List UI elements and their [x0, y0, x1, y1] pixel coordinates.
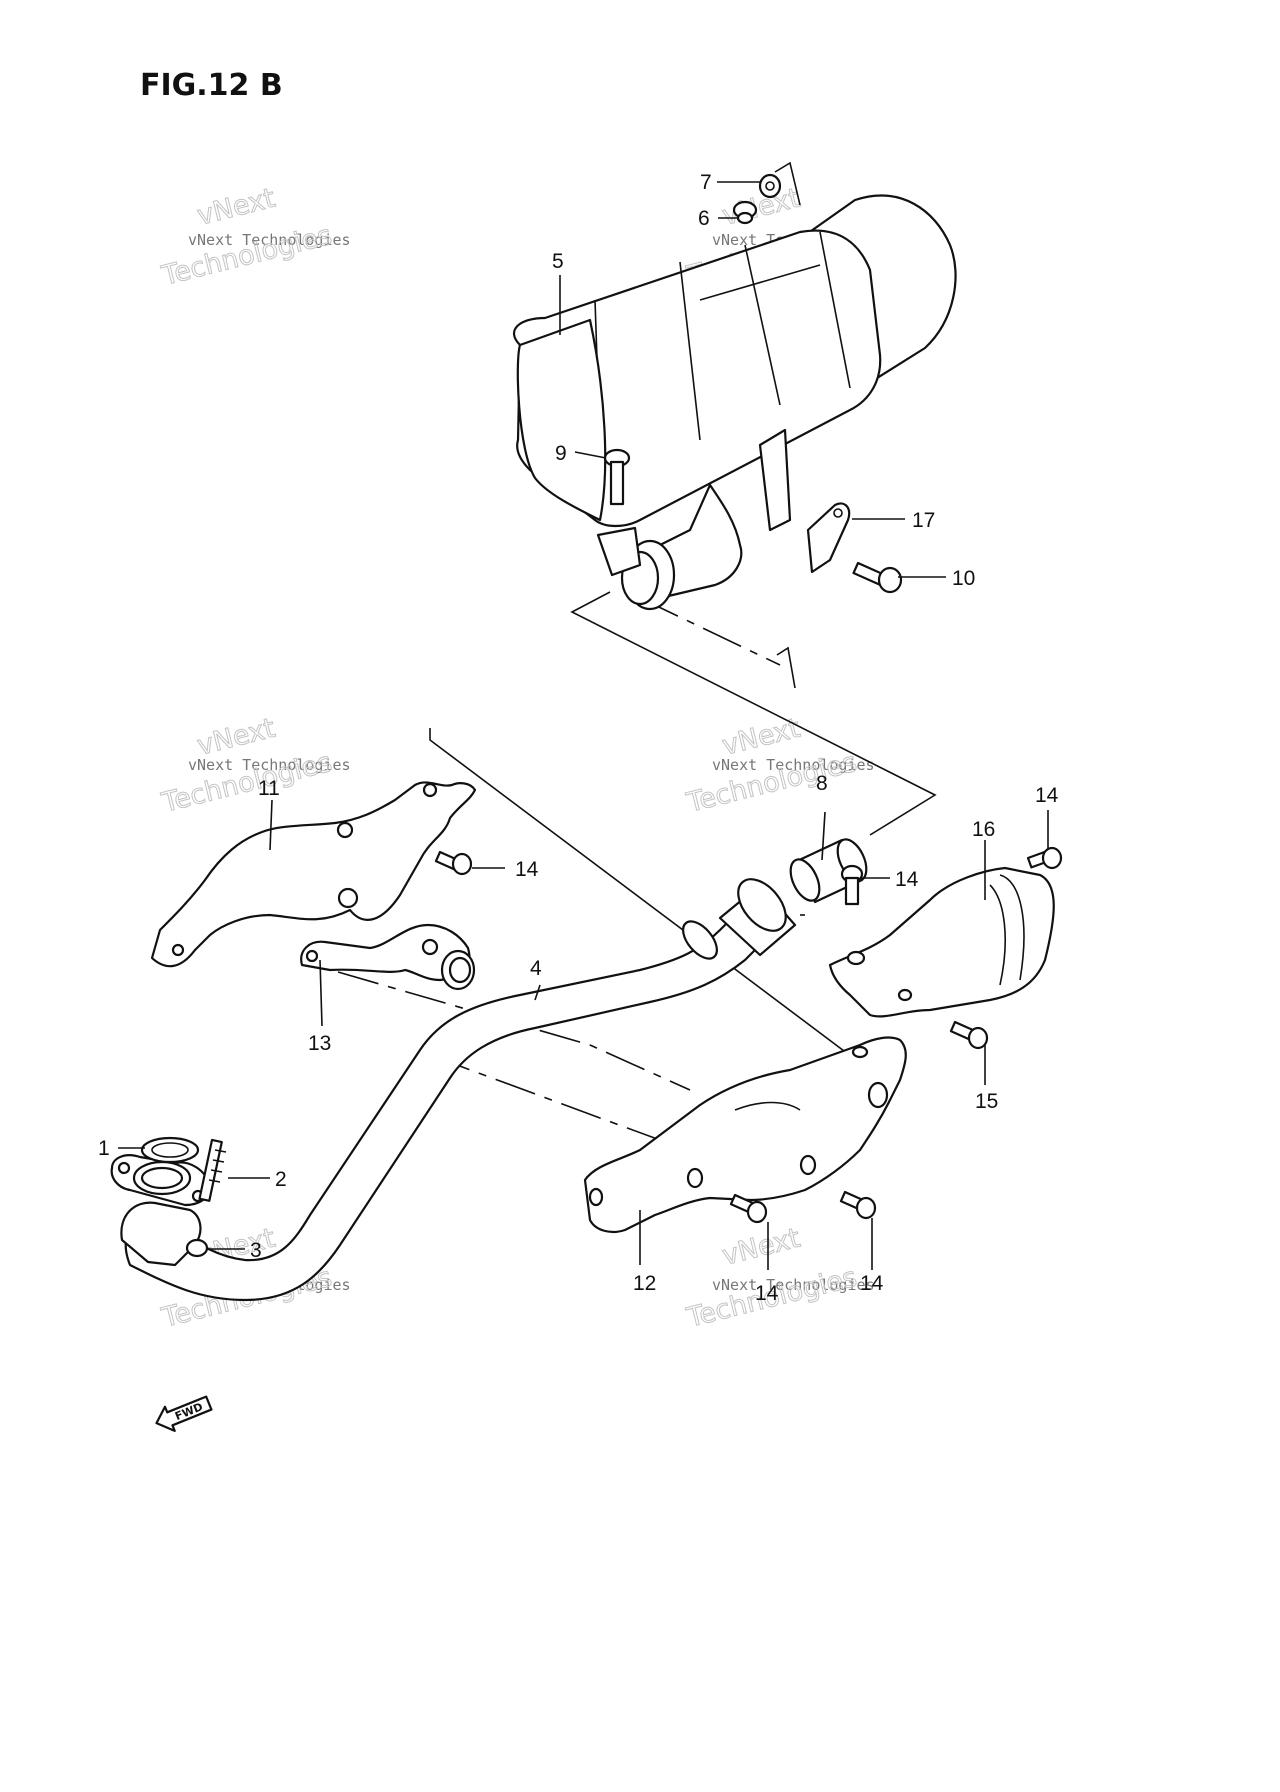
watermark-4: vNext vNext Technologies Technologies [683, 712, 875, 819]
callout-6: 6 [698, 207, 710, 230]
svg-text:vNext: vNext [194, 183, 278, 232]
svg-text:vNext Technologies: vNext Technologies [712, 756, 875, 774]
muffler-endcap [516, 318, 607, 522]
muffler-seam-2 [679, 261, 701, 441]
bolt-14-e [840, 864, 864, 906]
bolt-6 [732, 200, 758, 225]
callout-3: 3 [250, 1239, 262, 1262]
watermark-1: vNext vNext Technologies Technologies [158, 182, 351, 292]
bolt-14-a [434, 850, 473, 876]
callout-7: 7 [700, 171, 712, 194]
exhaust-pipe-4 [120, 878, 797, 1302]
center-line-muffler-to-joint [570, 591, 937, 836]
bracket-13 [300, 923, 476, 991]
leader-8 [821, 811, 826, 861]
stud-2 [198, 1138, 227, 1202]
heat-shield-12 [583, 1036, 907, 1234]
callout-13: 13 [308, 1032, 331, 1055]
leader-11 [269, 799, 273, 851]
callout-2: 2 [275, 1168, 287, 1191]
bolt-14-b [729, 1193, 768, 1224]
callout-14e: 14 [895, 868, 919, 891]
callout-5: 5 [552, 250, 564, 273]
figure-title: FIG.12 B [140, 68, 283, 103]
nut-7 [758, 173, 782, 199]
svg-text:vNext: vNext [719, 1223, 803, 1272]
dash-line-bracket13 [337, 971, 691, 1091]
fwd-arrow: FWD [155, 1395, 213, 1432]
svg-text:vNext Technologies: vNext Technologies [712, 1276, 875, 1294]
callout-14d: 14 [1035, 784, 1059, 807]
callout-16: 16 [972, 818, 995, 841]
svg-text:vNext Technologies: vNext Technologies [188, 231, 351, 249]
leader-lines [118, 181, 1049, 1270]
fwd-arrow-icon [155, 1395, 213, 1432]
exhaust-flange [110, 1154, 212, 1207]
bracket-11 [150, 781, 477, 968]
gasket-1 [140, 1136, 200, 1164]
callout-17: 17 [912, 509, 935, 532]
bolt-14-d [1026, 846, 1063, 870]
leader-13 [319, 959, 323, 1027]
nut-3 [185, 1238, 209, 1258]
svg-text:vNext Technologies: vNext Technologies [188, 756, 351, 774]
muffler [513, 194, 957, 611]
watermark-6: vNext vNext Technologies Technologies [683, 1222, 875, 1334]
assembly-center-lines [337, 591, 937, 1141]
bolt-15 [949, 1020, 989, 1050]
callout-8: 8 [816, 772, 828, 795]
dash-line-pipe [429, 1054, 661, 1141]
leader-4 [534, 984, 541, 1001]
muffler-band [699, 264, 821, 301]
callout-14a: 14 [515, 858, 539, 881]
callout-11: 11 [258, 777, 280, 800]
callout-1: 1 [98, 1137, 110, 1160]
callout-14c: 14 [860, 1272, 884, 1295]
callout-9: 9 [555, 442, 567, 465]
callout-4: 4 [530, 957, 542, 980]
watermark-3: vNext vNext Technologies Technologies [158, 712, 351, 819]
callout-15: 15 [975, 1090, 998, 1113]
callouts: 7 6 5 9 17 10 8 11 14 14 16 14 4 15 13 1… [98, 171, 1059, 1305]
callout-12: 12 [633, 1272, 656, 1295]
dash-line-muffler [639, 597, 781, 666]
muffler-hanger-bracket [758, 428, 792, 532]
nut-7-line [774, 161, 801, 206]
muffler-seam-3 [744, 244, 781, 406]
svg-text:vNext: vNext [194, 713, 278, 762]
muffler-clamp-ear [596, 526, 642, 577]
callout-10: 10 [952, 567, 975, 590]
heat-shield-16 [828, 866, 1055, 1018]
svg-text:vNext: vNext [719, 713, 803, 762]
bolt-14-c [839, 1190, 877, 1220]
bolt-10 [852, 561, 903, 594]
callout-14b: 14 [755, 1282, 779, 1305]
bracket-17 [806, 502, 851, 574]
leader-9 [574, 451, 607, 459]
muffler-seam-4 [819, 231, 851, 389]
